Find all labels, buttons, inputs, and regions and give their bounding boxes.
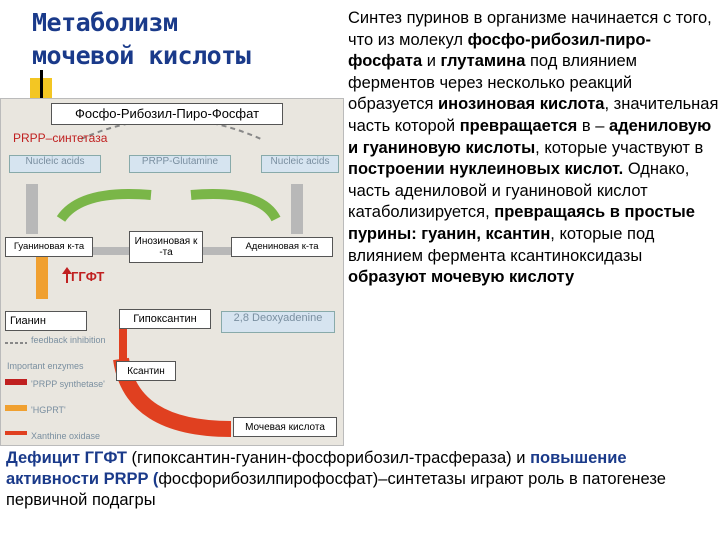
prpp-synthetase-label: PRPP–синтетаза [13,131,108,145]
green-arrow-left [56,189,152,223]
red-arrow-xanthine [119,324,127,364]
inosinic-acid-box: Инозиновая к -та [129,231,203,263]
grey-arrow-middle-right [201,247,231,255]
text-p2: под влиянием ферментов через несколько р… [348,52,637,114]
diagram-arrows [26,118,303,437]
grey-arrow-up-right [291,184,303,234]
guanylic-acid-box: Гуаниновая к-та [5,237,93,257]
orange-arrow-down [36,254,48,299]
title-line-2: мочевой кислоты [32,41,251,70]
text-b1: фосфо-рибозил-пиро-фосфата [348,30,651,71]
uric-acid-box: Мочевая кислота [233,417,337,437]
title-line-1: Метаболизм [32,8,178,37]
up-arrow-icon [62,267,72,283]
purine-metabolism-diagram: Фосфо-Рибозил-Пиро-Фосфат PRPP–синтетаза… [0,98,344,446]
description-text: Синтез пуринов в организме начинается с … [348,8,720,289]
text-p1: Синтез пуринов в организме начинается с … [348,9,712,49]
text-p6: Однако, часть адениловой и гуаниновой ки… [348,160,690,222]
legend-prpp: 'PRPP synthetase' [31,379,105,389]
text-b4: превращается [459,116,578,135]
nucleic-acids-left: Nucleic acids [9,155,101,173]
guanine-box: Гианин [5,311,87,331]
prpp-glutamine-box: PRPP-Glutamine [129,155,231,173]
text-p3: , значительная часть которой [348,95,719,135]
legend-arrows [5,342,27,435]
legend-hgprt: 'HGPRT' [31,405,66,415]
bottom-text: Дефицит ГГФТ (гипоксантин-гуанин-фосфори… [6,448,716,511]
bottom-p1: (гипоксантин-гуанин-фосфорибозил-трасфер… [126,449,526,467]
xanthine-box: Ксантин [116,361,176,381]
text-p4: в – [581,116,605,135]
text-b7: превращаясь в простые пурины: гуанин, кс… [348,203,695,243]
text-p7: , которые под влиянием фермента ксантино… [348,224,655,265]
bottom-p2: фосфорибозилпирофосфат)–синтетазы играют… [6,470,666,509]
legend-xanthine-oxidase: Xanthine oxidase [31,431,101,441]
hypoxanthine-box: Гипоксантин [119,309,211,329]
green-arrow-right [190,189,281,222]
deoxyadenine-box: 2,8 Deoxyadenine [221,311,335,333]
grey-arrow-up-left [26,184,38,234]
text-b3: инозиновая кислота [438,95,605,114]
legend-enzymes: Important enzymes [7,361,84,371]
text-b2: глутамина [440,52,526,71]
text-b6: построении нуклеиновых кислот. [348,160,624,179]
bottom-b1: Дефицит ГГФТ [6,449,127,467]
text-b8: образуют мочевую кислоту [348,268,575,287]
adenylic-acid-box: Адениновая к-та [231,237,333,257]
title-divider [40,70,43,100]
text-p1b: и [426,52,436,71]
grey-arrow-middle [91,247,131,255]
text-p5: , которые участвуют в [535,138,704,157]
nucleic-acids-right: Nucleic acids [261,155,339,173]
prpp-label: Фосфо-Рибозил-Пиро-Фосфат [51,103,283,125]
text-b5: адениловую и гуаниновую кислоты [348,116,712,157]
legend-feedback: feedback inhibition [31,335,106,345]
page-title: Метаболизм мочевой кислоты [32,6,332,72]
bottom-b2: повышение активности PRPP ( [6,449,627,488]
hgprt-label: ГГФТ [71,269,105,284]
